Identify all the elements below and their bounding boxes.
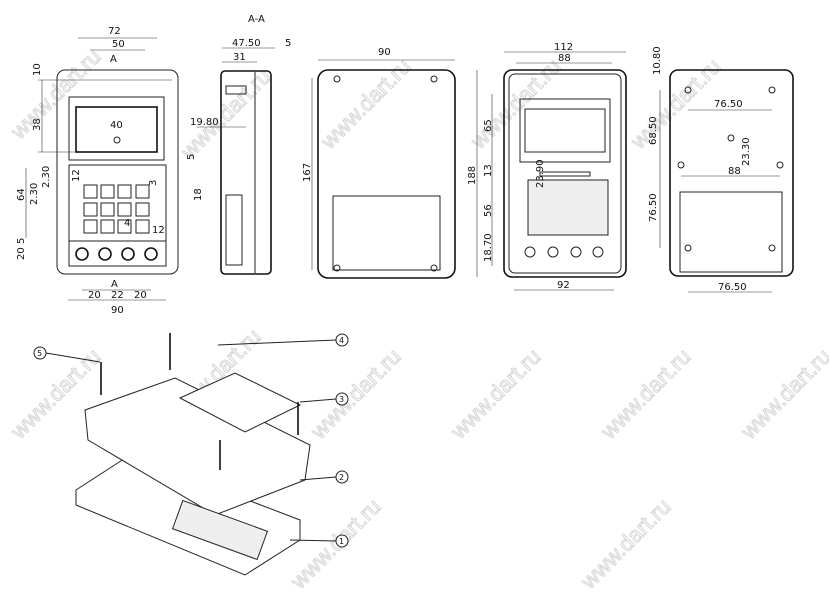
dim-label: 88 <box>558 53 571 64</box>
dim-label: 13 <box>483 164 494 177</box>
dim-label: 38 <box>32 118 43 131</box>
callout-2: 2 <box>339 473 344 482</box>
dim-label: 68.50 <box>648 116 659 145</box>
dim-label: 20 <box>134 290 147 301</box>
dim-label: 5 <box>285 38 291 49</box>
dim-label: 19.80 <box>190 117 219 128</box>
callout-4: 4 <box>339 336 344 345</box>
dim-label: 76.50 <box>648 193 659 222</box>
front-view: 72 50 10 38 40 5 12 2.30 2.30 3 18 64 4 … <box>16 26 204 316</box>
dim-label: 5 <box>16 238 27 244</box>
dim-label: 10.80 <box>652 46 663 75</box>
dim-label: 167 <box>302 163 313 182</box>
watermark: www.dart.ru <box>595 344 696 445</box>
callout-5: 5 <box>37 349 42 358</box>
dim-label: 18 <box>193 188 204 201</box>
section-title: A-A <box>248 14 265 25</box>
dim-label: 50 <box>112 39 125 50</box>
dim-label: 5 <box>186 154 197 160</box>
dim-label: 90 <box>111 305 124 316</box>
dim-label: 47.50 <box>232 38 261 49</box>
dim-label: 64 <box>16 188 27 201</box>
callout-1: 1 <box>339 537 344 546</box>
dim-label: 10 <box>32 63 43 76</box>
dim-label: 76.50 <box>714 99 743 110</box>
dim-label: 72 <box>108 26 121 37</box>
dim-label: 12 <box>152 225 165 236</box>
dim-label: 2.30 <box>41 166 52 188</box>
section-marker: A <box>111 279 118 290</box>
dim-label: 76.50 <box>718 282 747 293</box>
keypad <box>83 184 150 234</box>
back-view: 10.80 76.50 68.50 23.30 88 76.50 76.50 <box>648 46 794 293</box>
dim-label: 40 <box>110 120 123 131</box>
watermark: www.dart.ru <box>175 64 276 165</box>
dim-label: 88 <box>728 166 741 177</box>
dim-label: 20 <box>16 247 27 260</box>
dim-label: 188 <box>467 166 478 185</box>
keypad-2 <box>527 179 609 236</box>
dim-label: 31 <box>233 52 246 63</box>
watermark: www.dart.ru <box>445 344 546 445</box>
watermark: www.dart.ru <box>5 44 106 145</box>
dim-label: 65 <box>483 119 494 132</box>
watermark: www.dart.ru <box>465 54 566 155</box>
section-view: A-A 47.50 5 31 19.80 <box>190 14 291 275</box>
watermark: www.dart.ru <box>285 494 386 595</box>
watermark: www.dart.ru <box>625 54 726 155</box>
dim-label: 20 <box>88 290 101 301</box>
front-view-2: 112 88 65 13 56 18.70 188 92 23.90 <box>467 42 627 291</box>
dim-label: 23.90 <box>535 159 546 188</box>
dim-label: 22 <box>111 290 124 301</box>
dim-label: 92 <box>557 280 570 291</box>
section-marker: A <box>110 54 117 65</box>
callout-3: 3 <box>339 395 344 404</box>
dim-label: 90 <box>378 47 391 58</box>
dim-label: 3 <box>148 180 159 186</box>
watermark: www.dart.ru <box>575 494 676 595</box>
dim-label: 23.30 <box>741 137 752 166</box>
dim-label: 4 <box>124 218 130 229</box>
dim-label: 112 <box>554 42 573 53</box>
dim-label: 56 <box>483 204 494 217</box>
dim-label: 12 <box>71 169 82 182</box>
dim-label: 2.30 <box>29 183 40 205</box>
watermark: www.dart.ru <box>305 344 406 445</box>
watermark: www.dart.ru <box>735 344 829 445</box>
exploded-view: 1 2 3 4 5 <box>33 333 349 576</box>
dim-label: 18.70 <box>483 233 494 262</box>
watermark: www.dart.ru <box>315 54 416 155</box>
top-view: 90 167 <box>302 47 456 279</box>
